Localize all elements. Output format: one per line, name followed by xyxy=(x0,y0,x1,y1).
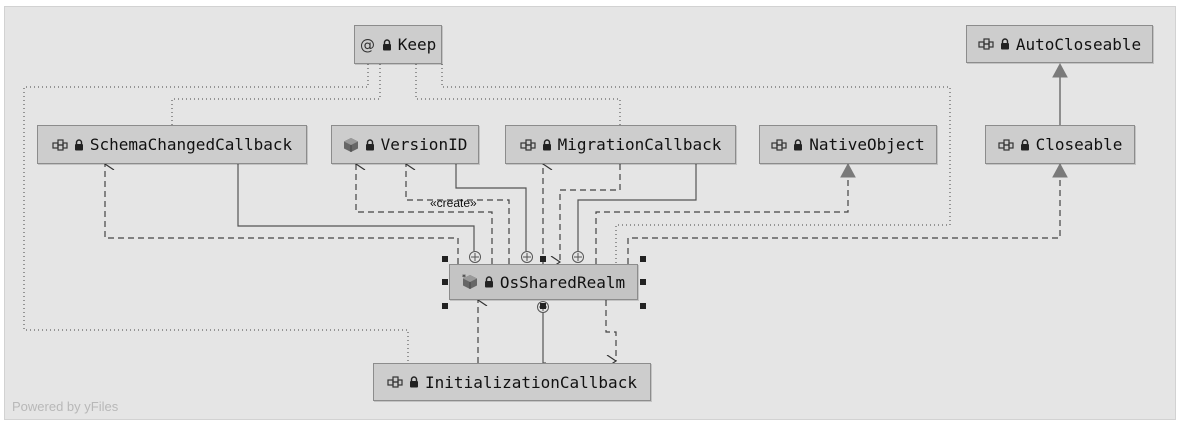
selection-handle-ne[interactable] xyxy=(640,256,646,262)
selection-handle-w[interactable] xyxy=(442,279,448,285)
inner-marker-1 xyxy=(469,251,481,263)
dep-edge-migrationcallback-down xyxy=(560,164,621,262)
node-label: NativeObject xyxy=(809,135,925,154)
lock-icon xyxy=(365,138,375,151)
lock-icon xyxy=(793,138,803,151)
class-icon: * xyxy=(462,274,478,290)
triangle-head-closeable xyxy=(1052,162,1068,178)
annotation-icon: @ xyxy=(360,37,376,53)
interface-icon xyxy=(520,137,536,153)
lock-icon xyxy=(542,138,552,151)
diagram-panel xyxy=(4,6,1176,420)
inner-marker-2 xyxy=(521,251,533,263)
node-label: InitializationCallback xyxy=(425,372,637,392)
lock-icon xyxy=(74,138,84,151)
node-ossharedrealm[interactable]: * OsSharedRealm xyxy=(449,264,638,300)
node-label: OsSharedRealm xyxy=(499,272,626,292)
inner-marker-3 xyxy=(572,251,584,263)
node-keep[interactable]: @ Keep xyxy=(354,25,442,64)
keep-link-initializationcallback xyxy=(23,64,409,363)
realize-edge-closeable xyxy=(627,176,1061,264)
node-label: AutoCloseable xyxy=(1015,34,1142,54)
node-versionid[interactable]: VersionID xyxy=(331,125,479,164)
lock-icon xyxy=(382,38,392,51)
node-label: VersionID xyxy=(380,135,468,154)
keep-link-schemachangedcallback xyxy=(171,64,381,125)
svg-text:@: @ xyxy=(360,37,375,53)
node-label: Closeable xyxy=(1035,135,1123,154)
selection-handle-s[interactable] xyxy=(540,303,546,309)
triangle-head-autocloseable xyxy=(1052,62,1068,78)
node-migrationcallback[interactable]: MigrationCallback xyxy=(505,125,736,164)
lock-icon xyxy=(1000,38,1010,50)
interface-icon xyxy=(52,137,68,153)
node-autocloseable[interactable]: AutoCloseable xyxy=(966,25,1153,63)
inner-link-versionid xyxy=(455,164,527,251)
selection-handle-e[interactable] xyxy=(640,279,646,285)
inner-link-migrationcallback xyxy=(577,164,697,251)
svg-text:*: * xyxy=(462,274,466,282)
node-schemachangedcallback[interactable]: SchemaChangedCallback xyxy=(37,125,307,164)
inner-link-schemachangedcallback xyxy=(237,164,475,251)
selection-handle-sw[interactable] xyxy=(442,303,448,309)
node-initializationcallback[interactable]: InitializationCallback xyxy=(373,363,651,401)
selection-handle-n[interactable] xyxy=(540,256,546,262)
keep-link-ossharedrealm xyxy=(441,64,951,264)
dep-edge-versionid-create xyxy=(406,164,510,264)
dep-edge-versionid-a xyxy=(356,164,493,264)
selection-handle-se[interactable] xyxy=(640,303,646,309)
node-closeable[interactable]: Closeable xyxy=(985,125,1135,164)
interface-icon xyxy=(771,137,787,153)
selection-handle-nw[interactable] xyxy=(442,256,448,262)
node-label: SchemaChangedCallback xyxy=(89,135,293,154)
keep-link-migrationcallback xyxy=(415,64,621,125)
edge-label-create: «create» xyxy=(430,196,477,210)
class-icon xyxy=(343,137,359,153)
node-label: MigrationCallback xyxy=(557,135,722,154)
interface-icon xyxy=(998,137,1014,153)
watermark: Powered by yFiles xyxy=(12,399,119,414)
dep-edge-schemachangedcallback xyxy=(105,164,459,264)
inner-link-initializationcallback xyxy=(542,312,546,364)
interface-icon xyxy=(978,36,994,52)
lock-icon xyxy=(1020,138,1030,151)
realize-edge-nativeobject xyxy=(595,176,849,264)
lock-icon xyxy=(409,376,419,388)
interface-icon xyxy=(387,374,403,390)
node-label: Keep xyxy=(397,35,437,54)
triangle-head-nativeobject xyxy=(840,162,856,178)
node-nativeobject[interactable]: NativeObject xyxy=(759,125,937,164)
dep-edge-initializationcallback-down xyxy=(605,300,616,361)
lock-icon xyxy=(484,276,494,288)
